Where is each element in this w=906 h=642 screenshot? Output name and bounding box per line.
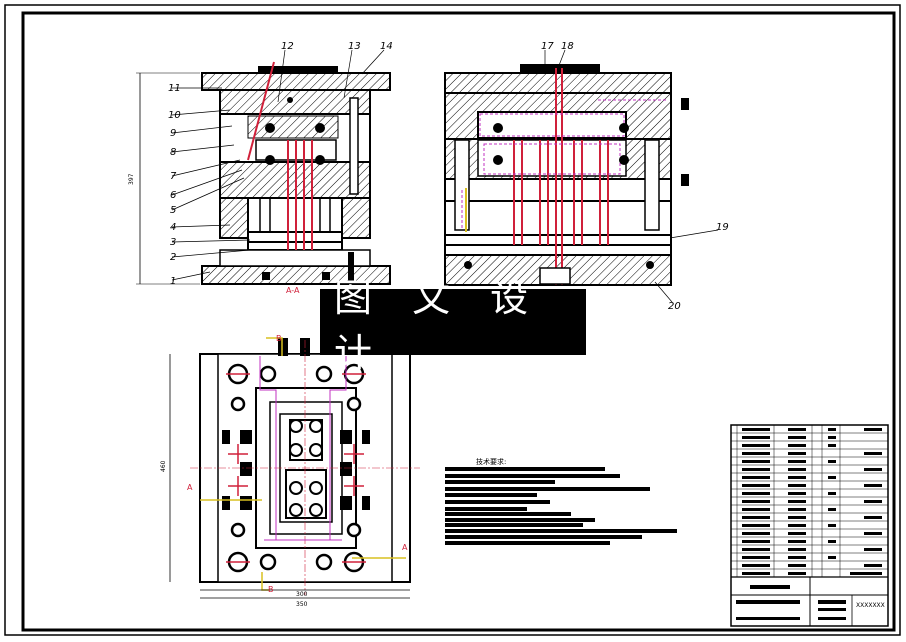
section-markers: A-A A A B B [187, 286, 408, 594]
svg-text:460: 460 [160, 460, 167, 472]
part-label-3: 3 [170, 237, 176, 248]
watermark-text: 图 文 设 计 [334, 276, 543, 375]
part-label-4: 4 [170, 222, 176, 233]
section-mark-a-right: A [402, 543, 408, 552]
title-block-text-fill [736, 428, 882, 620]
part-label-6: 6 [170, 190, 176, 201]
part-label-17: 17 [541, 41, 554, 52]
part-label-1: 1 [170, 276, 176, 287]
part-label-9: 9 [170, 128, 176, 139]
part-label-10: 10 [168, 110, 181, 121]
svg-text:300: 300 [296, 591, 308, 598]
part-label-7: 7 [170, 171, 177, 182]
section-mark-b-top: B [276, 334, 282, 343]
part-label-8: 8 [170, 147, 176, 158]
part-label-12: 12 [281, 41, 294, 52]
part-label-5: 5 [170, 205, 176, 216]
svg-text:397: 397 [128, 173, 135, 185]
inner-border [21, 11, 896, 632]
section-label-aa: A-A [286, 286, 300, 295]
svg-text:350: 350 [296, 601, 308, 608]
plan-view: 460 300 350 [160, 337, 420, 608]
right-side-view [444, 64, 689, 286]
part-label-leaders [171, 49, 719, 303]
part-label-13: 13 [348, 41, 361, 52]
title-block [730, 424, 889, 627]
part-label-2: 2 [170, 252, 176, 263]
part-label-19: 19 [716, 222, 729, 233]
part-labels: 1 2 3 4 5 6 7 8 9 10 11 12 13 14 17 18 1… [168, 41, 729, 312]
watermark-banner: 图 文 设 计 [320, 276, 586, 375]
technical-requirements: 技术要求: [445, 457, 677, 545]
drawing-number: XXXXXXX [856, 602, 885, 609]
part-label-18: 18 [561, 41, 574, 52]
part-label-11: 11 [168, 83, 181, 94]
section-mark-a-left: A [187, 483, 193, 492]
tech-requirements-title: 技术要求: [476, 457, 506, 466]
section-mark-b-bottom: B [268, 585, 274, 594]
part-label-20: 20 [668, 301, 681, 312]
part-label-14: 14 [380, 41, 393, 52]
